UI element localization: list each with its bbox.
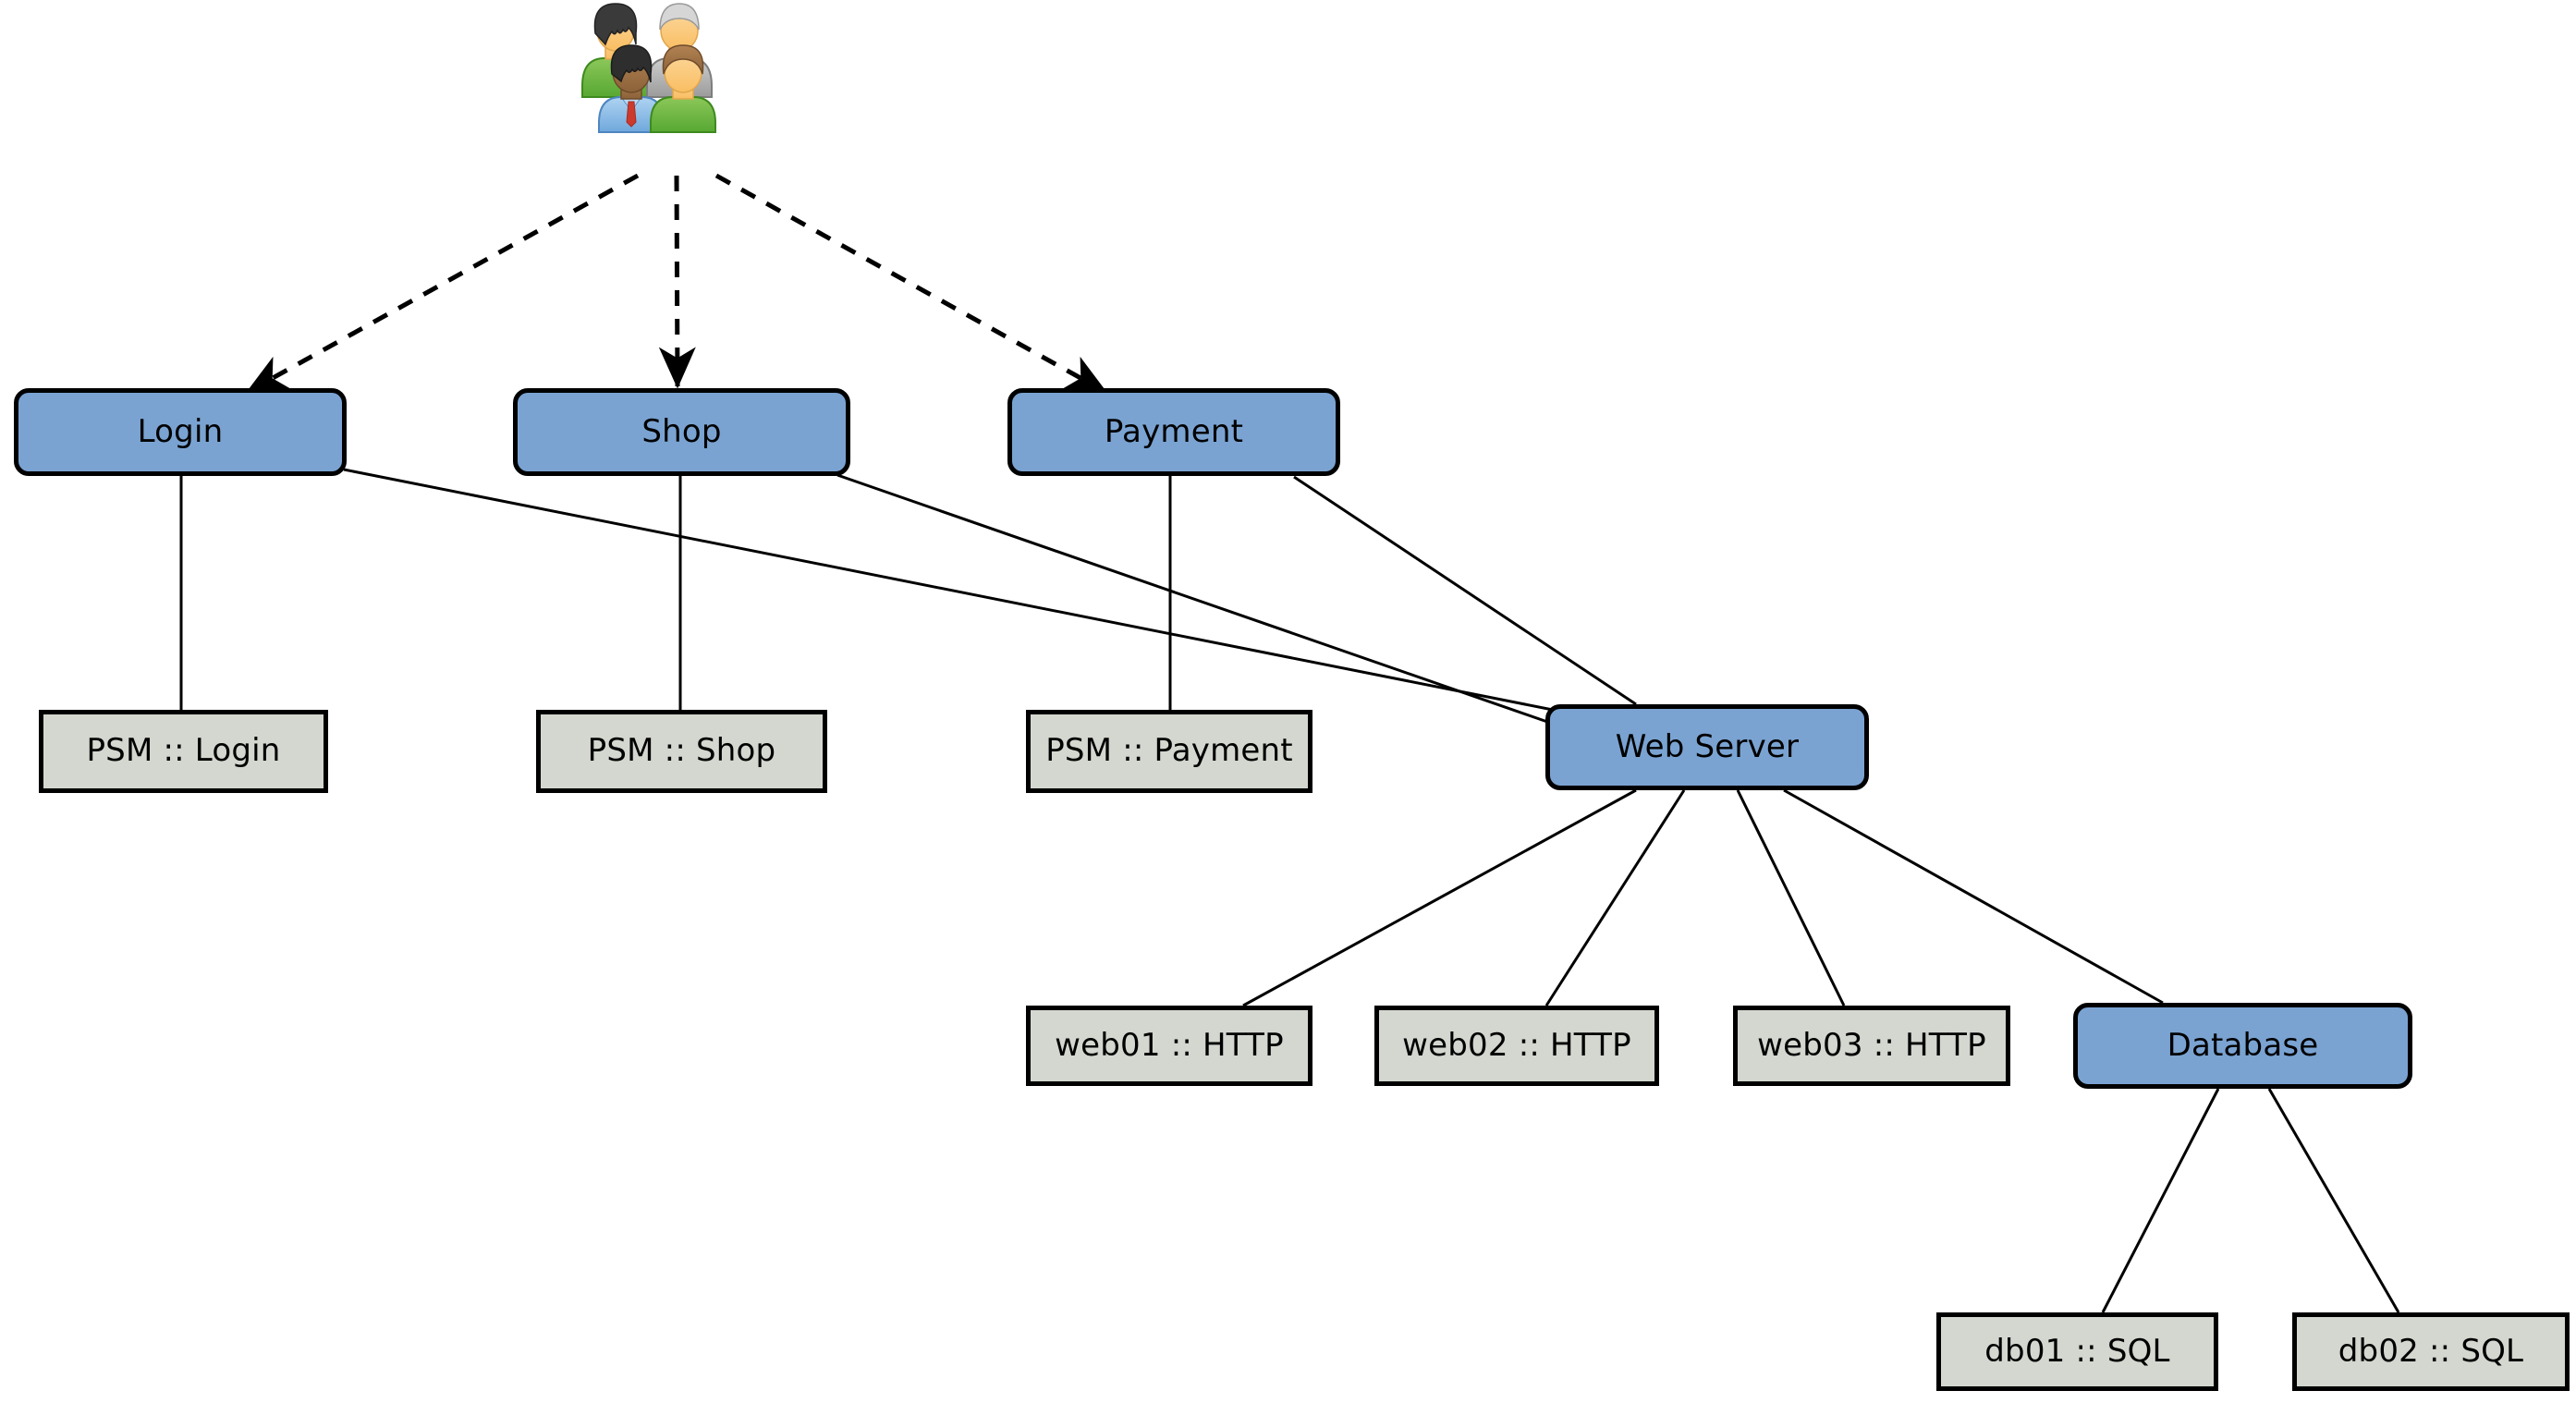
- edge-login-web: [343, 468, 1572, 715]
- node-payment[interactable]: Payment: [1007, 388, 1340, 476]
- edge-actor-shop: [658, 175, 696, 389]
- node-label: Login: [137, 412, 224, 450]
- node-label: web02 :: HTTP: [1402, 1026, 1631, 1064]
- node-label: PSM :: Shop: [587, 732, 776, 770]
- edge-actor-login: [245, 173, 640, 395]
- edge-shop-web: [836, 473, 1572, 732]
- edge-web-web02: [1544, 789, 1686, 1006]
- edge-web-database: [1783, 788, 2164, 1005]
- node-label: web03 :: HTTP: [1757, 1026, 1986, 1064]
- node-label: db01 :: SQL: [1984, 1332, 2170, 1370]
- actor-person-front-right: [650, 44, 716, 133]
- node-psmpay[interactable]: PSM :: Payment: [1026, 710, 1312, 793]
- node-label: Payment: [1104, 412, 1244, 450]
- node-label: db02 :: SQL: [2338, 1332, 2524, 1370]
- edge-actor-payment: [714, 173, 1108, 395]
- node-login[interactable]: Login: [14, 388, 347, 476]
- node-label: PSM :: Login: [86, 732, 281, 770]
- edge-pay-web: [1293, 475, 1637, 706]
- node-label: Database: [2167, 1026, 2319, 1064]
- node-db02[interactable]: db02 :: SQL: [2292, 1312, 2570, 1391]
- actor-person-front-left: [598, 44, 665, 133]
- node-label: web01 :: HTTP: [1055, 1026, 1284, 1064]
- node-shop[interactable]: Shop: [513, 388, 850, 476]
- node-label: PSM :: Payment: [1045, 732, 1293, 770]
- node-web03[interactable]: web03 :: HTTP: [1733, 1006, 2010, 1086]
- edge-web-web01: [1242, 788, 1637, 1007]
- node-psmlogin[interactable]: PSM :: Login: [39, 710, 328, 793]
- node-webserver[interactable]: Web Server: [1545, 704, 1869, 790]
- node-db01[interactable]: db01 :: SQL: [1936, 1312, 2218, 1391]
- edge-db-db01: [2101, 1088, 2220, 1313]
- users-group-icon: [555, 0, 739, 185]
- node-psmshop[interactable]: PSM :: Shop: [536, 710, 827, 793]
- node-web01[interactable]: web01 :: HTTP: [1026, 1006, 1312, 1086]
- edge-db-db02: [2267, 1088, 2400, 1313]
- edge-web-web03: [1736, 789, 1846, 1006]
- node-database[interactable]: Database: [2073, 1003, 2412, 1089]
- node-label: Web Server: [1615, 727, 1800, 765]
- node-label: Shop: [641, 412, 722, 450]
- node-web02[interactable]: web02 :: HTTP: [1374, 1006, 1659, 1086]
